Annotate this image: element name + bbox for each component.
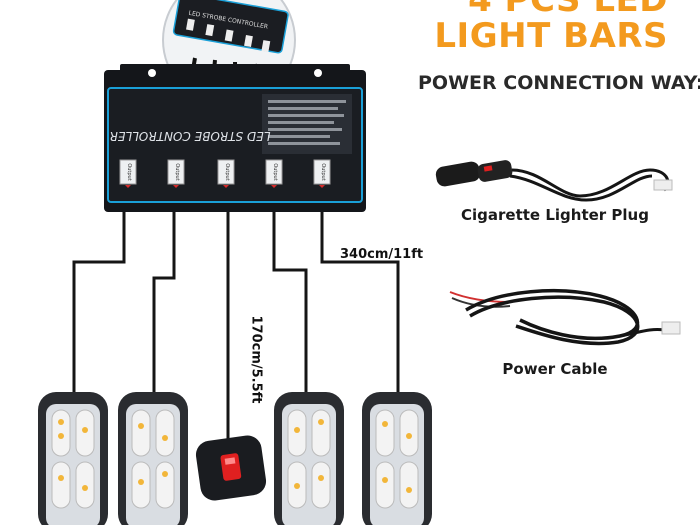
output-port-5: Output bbox=[313, 159, 331, 188]
light-bar-2 bbox=[118, 392, 188, 529]
output-port-1: Output bbox=[119, 159, 137, 188]
strobe-controller: LED STROBE CONTROLLER Output Output Outp… bbox=[104, 64, 366, 212]
svg-text:Output: Output bbox=[272, 163, 278, 180]
svg-text:Output: Output bbox=[224, 163, 230, 180]
svg-text:Output: Output bbox=[320, 163, 326, 180]
output-port-3: Output bbox=[217, 159, 235, 188]
svg-text:Output: Output bbox=[174, 163, 180, 180]
switch-box bbox=[195, 435, 267, 501]
light-bar-4 bbox=[362, 392, 432, 529]
title-top: 4 PCS LED bbox=[468, 0, 668, 20]
length-long-label: 340cm/11ft bbox=[340, 247, 424, 262]
light-bar-3 bbox=[274, 392, 344, 529]
light-bar-1 bbox=[38, 392, 108, 529]
output-port-2: Output bbox=[167, 159, 185, 188]
lighter-caption: Cigarette Lighter Plug bbox=[461, 206, 649, 224]
svg-text:Output: Output bbox=[126, 163, 132, 180]
cable-caption: Power Cable bbox=[502, 360, 608, 378]
page-title: LIGHT BARS bbox=[434, 16, 668, 56]
power-cable bbox=[449, 288, 681, 346]
cigarette-lighter-plug bbox=[435, 160, 673, 202]
output-port-4: Output bbox=[265, 159, 283, 188]
length-short-label: 170cm/5.5ft bbox=[248, 315, 264, 404]
power-connection-heading: POWER CONNECTION WAY: bbox=[418, 72, 700, 94]
controller-label: LED STROBE CONTROLLER bbox=[110, 129, 271, 143]
wires bbox=[72, 212, 400, 440]
